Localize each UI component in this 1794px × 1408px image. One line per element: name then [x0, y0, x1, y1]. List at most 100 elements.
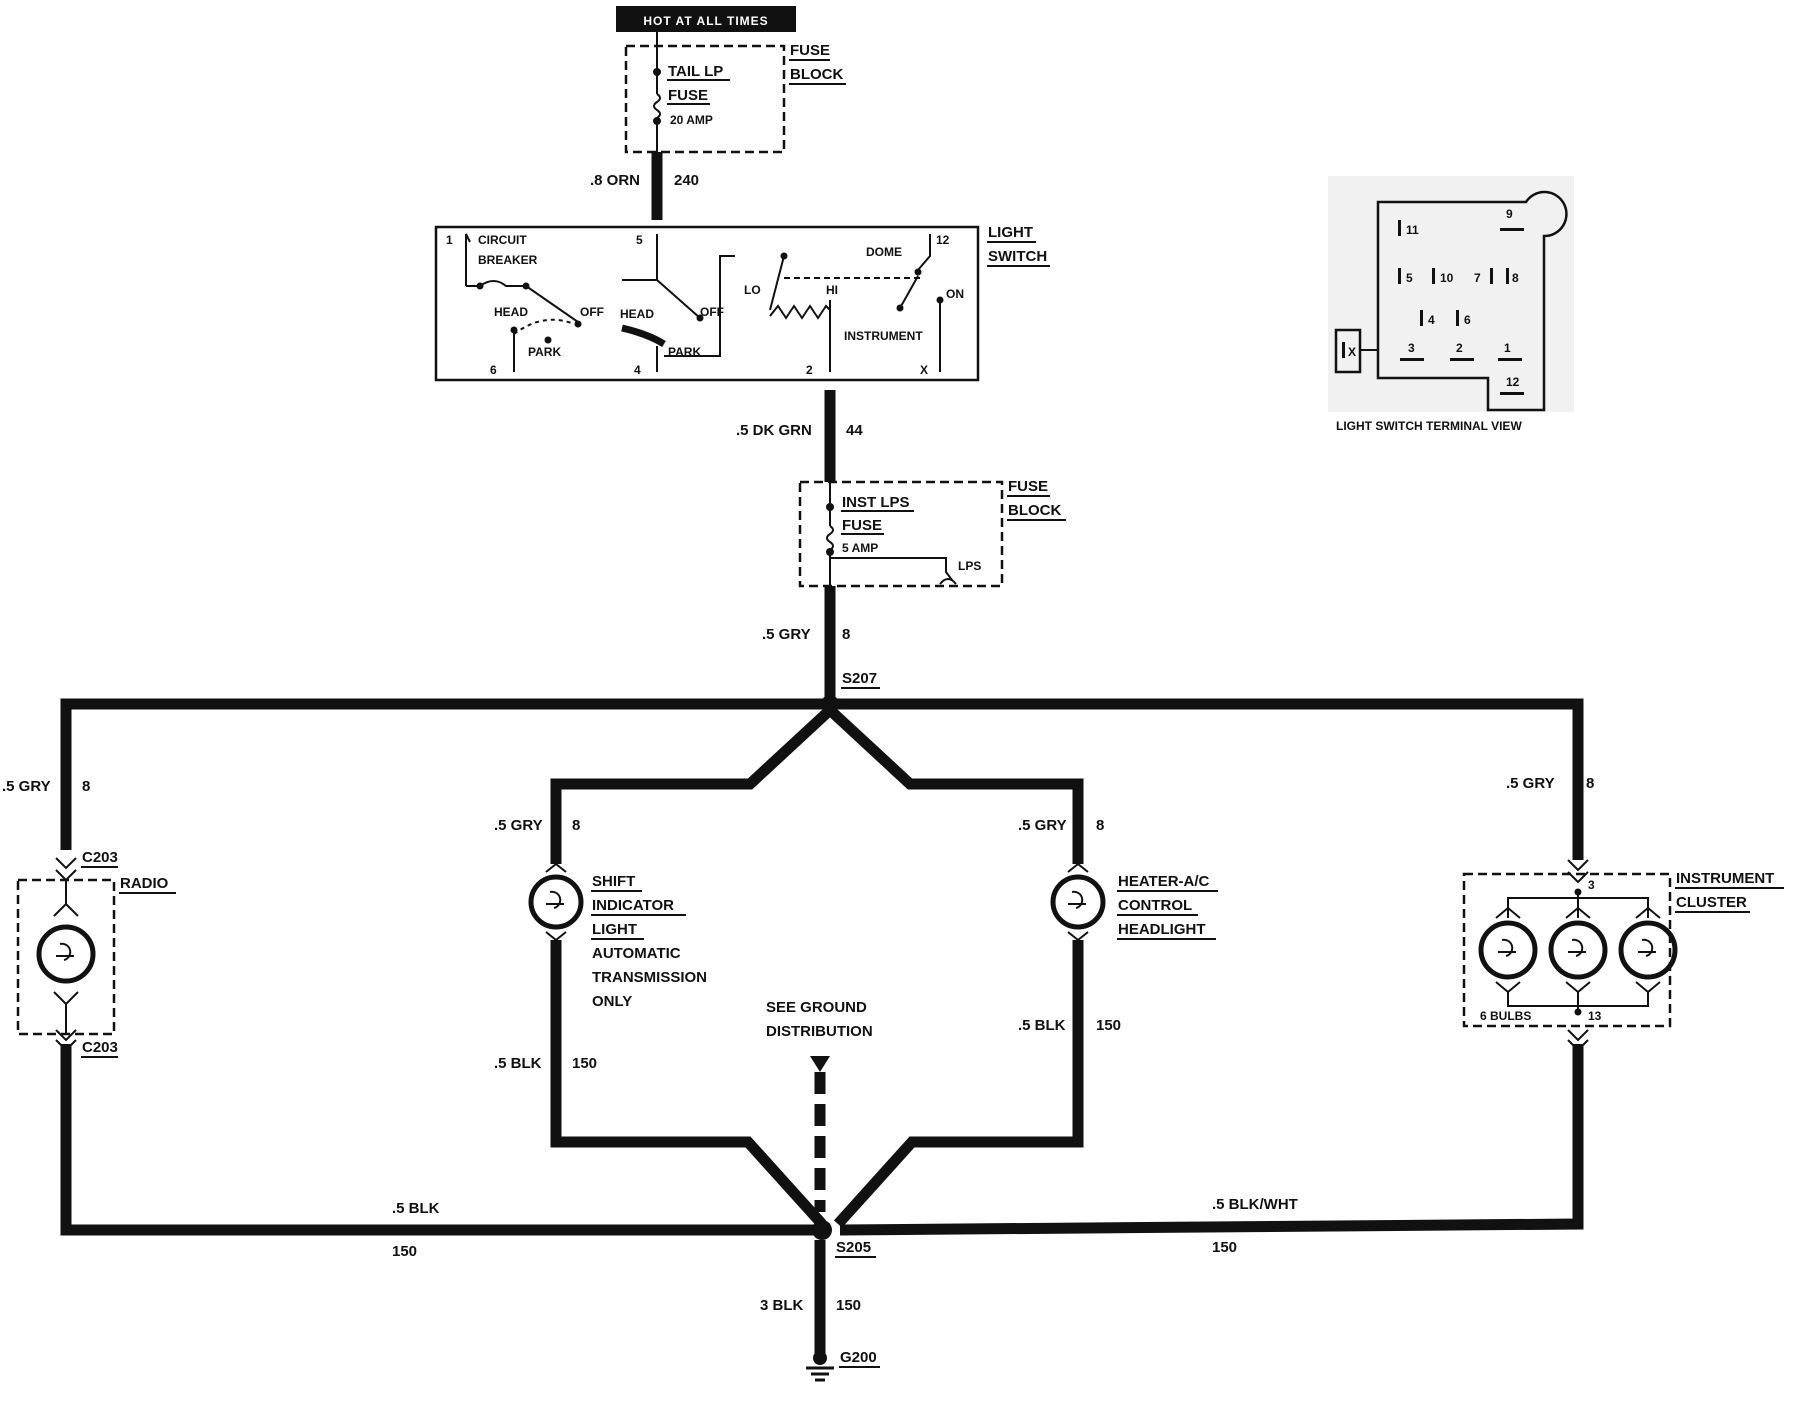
- ls-t12: 12: [936, 233, 950, 247]
- radio-conn-bottom: C203: [82, 1039, 118, 1056]
- radio-label: RADIO: [120, 875, 169, 892]
- bottom-left-gauge: .5 BLK: [392, 1200, 440, 1217]
- fuse-block-top-label1: FUSE: [790, 42, 830, 59]
- wire-gry-main-gauge: .5 GRY: [762, 626, 811, 643]
- ls-on: ON: [946, 287, 964, 301]
- shift-line3: LIGHT: [592, 921, 637, 938]
- ls-cb2: BREAKER: [478, 253, 538, 267]
- bottom-right-circuit: 150: [1212, 1239, 1237, 1256]
- ground-wire-circuit: 150: [836, 1297, 861, 1314]
- cluster-bulb-2: [1548, 920, 1608, 980]
- ls-park-left: PARK: [528, 345, 561, 359]
- fuse-block-top-label2: BLOCK: [790, 66, 843, 83]
- heater-gauge: .5 GRY: [1018, 817, 1067, 834]
- terminal-view: 11 9 5 10 7 8 4 6 3 2 1 12 X: [1328, 176, 1574, 412]
- term-pin-10: 10: [1440, 271, 1454, 285]
- cluster-label2: CLUSTER: [1676, 894, 1747, 911]
- wire-orn-gauge: .8 ORN: [590, 172, 640, 189]
- ls-off-left: OFF: [580, 305, 604, 319]
- term-pin-1: 1: [1504, 341, 1511, 355]
- cluster-gauge: .5 GRY: [1506, 775, 1555, 792]
- ls-head-mid: HEAD: [620, 307, 654, 321]
- shift-line2: INDICATOR: [592, 897, 674, 914]
- fuse-block-mid: [798, 480, 1004, 588]
- heater-circuit: 8: [1096, 817, 1104, 834]
- fuse-block-top: [624, 44, 786, 154]
- wire-dkgrn-gauge: .5 DK GRN: [736, 422, 812, 439]
- radio-bulb: [36, 924, 96, 984]
- ls-t5: 5: [636, 233, 643, 247]
- ground-ref-arrow: [810, 1056, 830, 1072]
- bottom-right-gauge: .5 BLK/WHT: [1212, 1196, 1298, 1213]
- term-pin-11-mark: [1398, 220, 1401, 236]
- light-switch-box: [434, 225, 980, 382]
- ls-t6: 6: [490, 363, 497, 377]
- term-pin-8: 8: [1512, 271, 1519, 285]
- ls-t1: 1: [446, 233, 453, 247]
- splice-s205-node: [812, 1220, 832, 1240]
- ls-head-left: HEAD: [494, 305, 528, 319]
- splice-s205: S205: [836, 1239, 871, 1256]
- fuse-mid-lps: LPS: [958, 559, 981, 573]
- cluster-bulb-1: [1478, 920, 1538, 980]
- ls-hi: HI: [826, 283, 838, 297]
- heater-gnd-circuit: 150: [1096, 1017, 1121, 1034]
- heater-bulb: [1050, 874, 1106, 930]
- ls-off-mid: OFF: [700, 305, 724, 319]
- fuse-mid-name: INST LPS: [842, 494, 910, 511]
- ls-tx: X: [920, 363, 928, 377]
- ground-ref-line2: DISTRIBUTION: [766, 1023, 873, 1040]
- cluster-bulbs: 6 BULBS: [1480, 1009, 1531, 1023]
- bottom-left-circuit: 150: [392, 1243, 417, 1260]
- ground-ref-line1: SEE GROUND: [766, 999, 867, 1016]
- radio-conn-top: C203: [82, 849, 118, 866]
- shift-line6: ONLY: [592, 993, 632, 1010]
- cluster-pin-top: 3: [1588, 878, 1595, 892]
- shift-line5: TRANSMISSION: [592, 969, 707, 986]
- cluster-bulb-3: [1618, 920, 1678, 980]
- cluster-label1: INSTRUMENT: [1676, 870, 1774, 887]
- term-pin-11: 11: [1406, 223, 1419, 237]
- ls-lo: LO: [744, 283, 761, 297]
- heater-line1: HEATER-A/C: [1118, 873, 1210, 890]
- ls-cb1: CIRCUIT: [478, 233, 527, 247]
- term-pin-7: 7: [1474, 271, 1481, 285]
- term-pin-x: X: [1348, 345, 1356, 359]
- shift-gnd-gauge: .5 BLK: [494, 1055, 542, 1072]
- term-pin-9: 9: [1506, 207, 1513, 221]
- ground-g200: G200: [840, 1349, 877, 1366]
- radio-circuit: 8: [82, 778, 90, 795]
- term-pin-4: 4: [1428, 313, 1435, 327]
- shift-line4: AUTOMATIC: [592, 945, 681, 962]
- terminal-view-title: LIGHT SWITCH TERMINAL VIEW: [1336, 419, 1522, 433]
- fuse-mid-rating: 5 AMP: [842, 541, 878, 555]
- cluster-box: [1462, 872, 1672, 1028]
- ls-dome: DOME: [866, 245, 902, 259]
- heater-gnd-gauge: .5 BLK: [1018, 1017, 1066, 1034]
- fuse-top-name: TAIL LP: [668, 63, 723, 80]
- wire-dkgrn-circuit: 44: [846, 422, 863, 439]
- shift-line1: SHIFT: [592, 873, 635, 890]
- ls-t4: 4: [634, 363, 641, 377]
- fuse-block-mid-label1: FUSE: [1008, 478, 1048, 495]
- ground-wire-gauge: 3 BLK: [760, 1297, 804, 1314]
- cluster-circuit: 8: [1586, 775, 1594, 792]
- heater-line3: HEADLIGHT: [1118, 921, 1206, 938]
- cluster-pin-bottom: 13: [1588, 1009, 1602, 1023]
- splice-s207: S207: [842, 670, 877, 687]
- hot-banner-bg: [616, 6, 796, 32]
- wire-orn-circuit: 240: [674, 172, 699, 189]
- term-pin-6: 6: [1464, 313, 1471, 327]
- shift-gauge: .5 GRY: [494, 817, 543, 834]
- light-switch-title1: LIGHT: [988, 224, 1033, 241]
- shift-circuit: 8: [572, 817, 580, 834]
- radio-gauge: .5 GRY: [2, 778, 51, 795]
- term-pin-12: 12: [1506, 375, 1520, 389]
- light-switch-title2: SWITCH: [988, 248, 1047, 265]
- heater-line2: CONTROL: [1118, 897, 1192, 914]
- fuse-top-word: FUSE: [668, 87, 708, 104]
- fuse-top-rating: 20 AMP: [670, 113, 713, 127]
- ls-instrument: INSTRUMENT: [844, 329, 923, 343]
- wire-gry-main-circuit: 8: [842, 626, 850, 643]
